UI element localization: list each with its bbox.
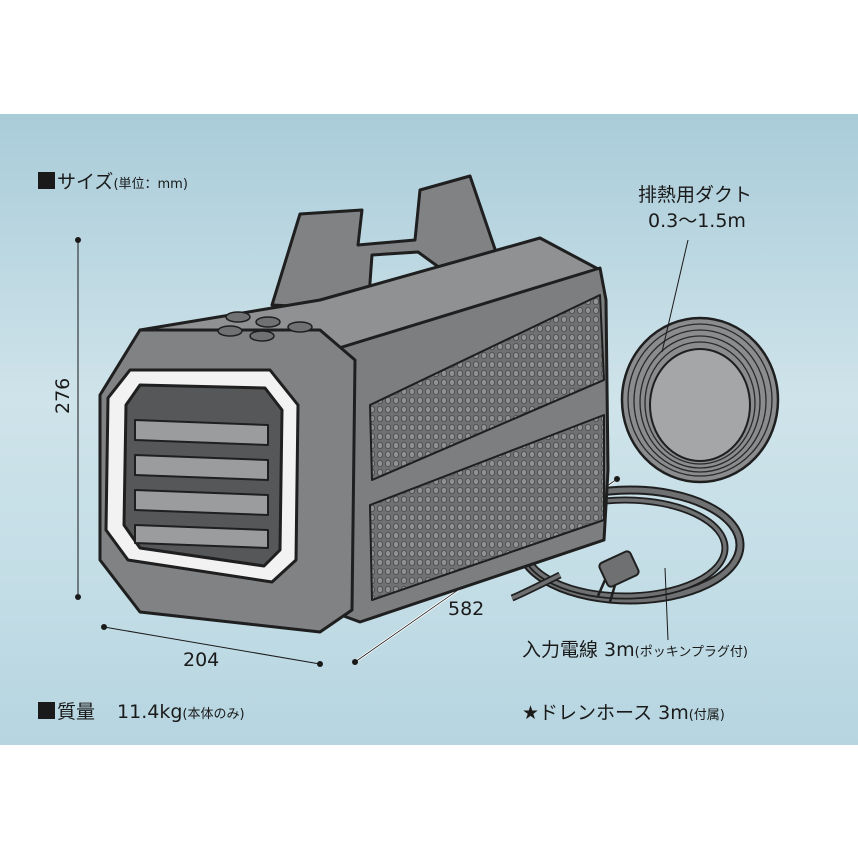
weight-note: (本体のみ) (182, 707, 245, 722)
weight-row: 質量 11.4kg(本体のみ) (38, 702, 245, 722)
power-cord-note: (ポッキンプラグ付) (634, 645, 749, 660)
weight-value: 11.4kg (117, 701, 183, 723)
power-cord-label: 入力電線 3m(ポッキンプラグ付) (522, 641, 748, 660)
unit-body (98, 174, 610, 634)
exhaust-duct (620, 239, 780, 484)
dimension-height-label: 276 (52, 377, 74, 414)
drain-hose-note: (付属) (688, 708, 725, 723)
size-heading-text: サイズ (57, 171, 114, 193)
plug (596, 550, 669, 641)
square-bullet-icon (38, 172, 55, 189)
square-bullet-icon (38, 702, 55, 719)
dimension-width-label: 204 (183, 649, 220, 671)
duct-label-line1: 排熱用ダクト (638, 184, 753, 206)
dimension-depth-label: 582 (448, 598, 485, 620)
weight-label: 質量 (57, 701, 96, 723)
drain-hose-label: ★ドレンホース 3m(付属) (522, 704, 725, 723)
power-cord-text: 入力電線 3m (522, 639, 635, 661)
dimension-line-height (75, 237, 81, 600)
duct-label-line2: 0.3〜1.5m (648, 210, 746, 232)
size-unit: (単位：mm) (113, 177, 188, 192)
dimension-line-width (101, 624, 323, 667)
size-heading: サイズ(単位：mm) (38, 172, 188, 192)
drain-hose-text: ★ドレンホース 3m (522, 702, 689, 724)
